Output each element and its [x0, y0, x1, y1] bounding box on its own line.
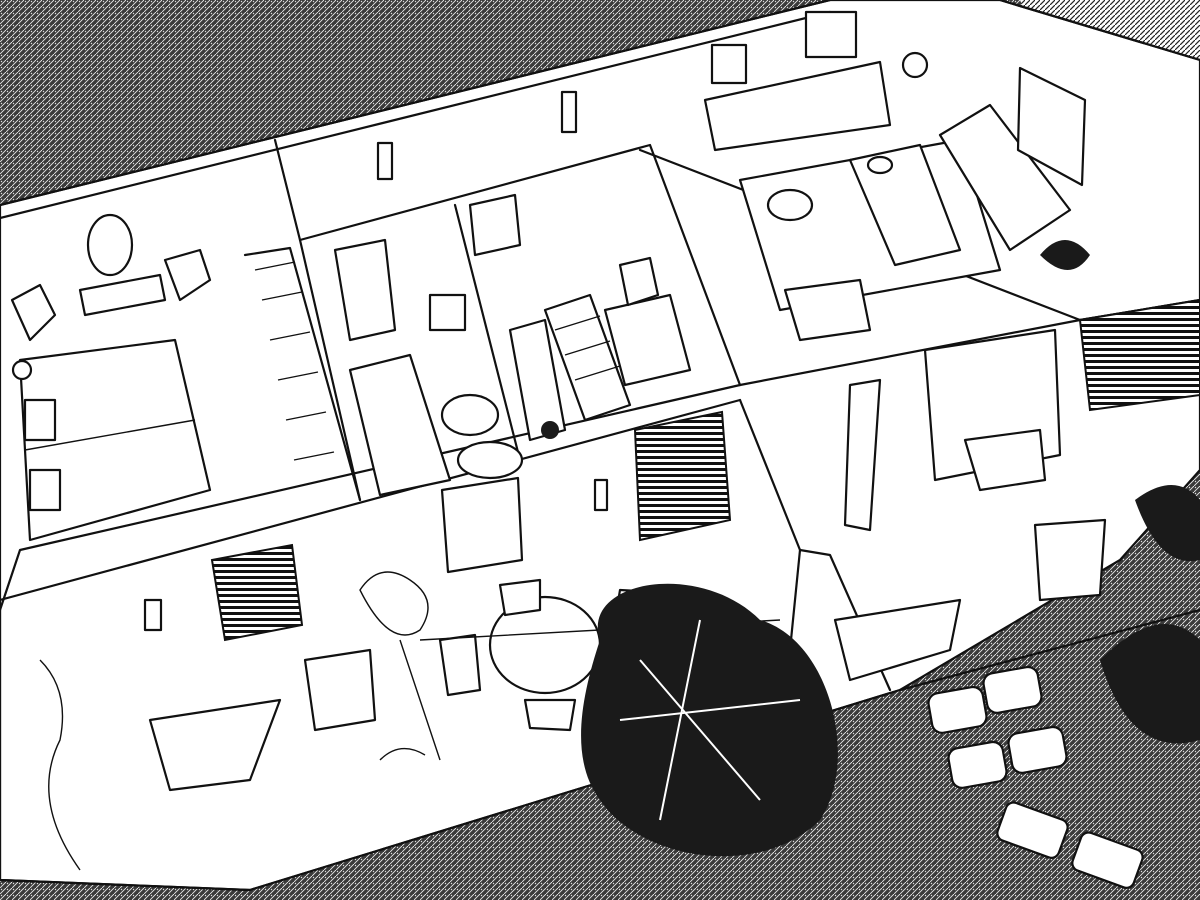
kitchen-cabinet: [468, 193, 522, 257]
stool: [618, 256, 660, 307]
dog: [379, 747, 426, 761]
patio: [148, 428, 1107, 792]
potted-plant: [1040, 240, 1090, 270]
pillow: [28, 468, 62, 512]
sink: [428, 293, 467, 332]
stepping-stones: [927, 665, 1144, 889]
patio-chair: [1033, 518, 1107, 602]
sun-lounger: [148, 698, 282, 792]
sun-lounger: [833, 598, 962, 682]
plants: [39, 485, 1200, 871]
back-wall: [0, 0, 1200, 220]
sofa: [938, 103, 1072, 252]
lounge-chair: [783, 278, 872, 342]
open-door: [843, 378, 882, 532]
wall-picture: [710, 43, 748, 85]
dining-chair: [523, 698, 577, 732]
bathroom-door: [333, 238, 397, 342]
kitchen: [468, 193, 692, 442]
mirror: [86, 213, 134, 277]
stove-burner: [541, 421, 559, 439]
potted-plant: [359, 571, 429, 636]
shrub: [1135, 485, 1200, 562]
dining-chair: [498, 578, 542, 617]
living-room: [703, 10, 1090, 342]
dressing-table: [78, 273, 167, 317]
pillow: [23, 398, 57, 442]
bedside-lamp: [11, 359, 33, 381]
dining-counter: [603, 293, 692, 387]
palm-tree: [581, 583, 838, 857]
kitchen-counter: [508, 318, 567, 442]
bowl: [866, 155, 894, 175]
wall-picture: [1016, 66, 1087, 187]
armchair-with-person: [303, 648, 377, 732]
wall-lamps: [143, 90, 609, 632]
toilet: [440, 393, 500, 437]
coffee-table: [848, 143, 962, 267]
bedroom: [10, 213, 212, 542]
armchair: [163, 248, 212, 302]
closet-shelves: [254, 261, 335, 461]
bathtub: [348, 353, 452, 497]
armchair: [10, 283, 57, 342]
shrub: [1100, 624, 1200, 744]
sofa: [703, 60, 892, 152]
double-bed: [18, 338, 212, 542]
bowl: [766, 188, 814, 222]
wall-picture: [804, 10, 858, 59]
washbasin: [456, 440, 524, 480]
climbing-plant: [39, 659, 81, 871]
drinks-trolley: [963, 428, 1047, 492]
door: [440, 476, 524, 574]
bathroom: [333, 238, 524, 497]
table-lamp: [901, 51, 929, 79]
dining-chair: [438, 633, 482, 697]
